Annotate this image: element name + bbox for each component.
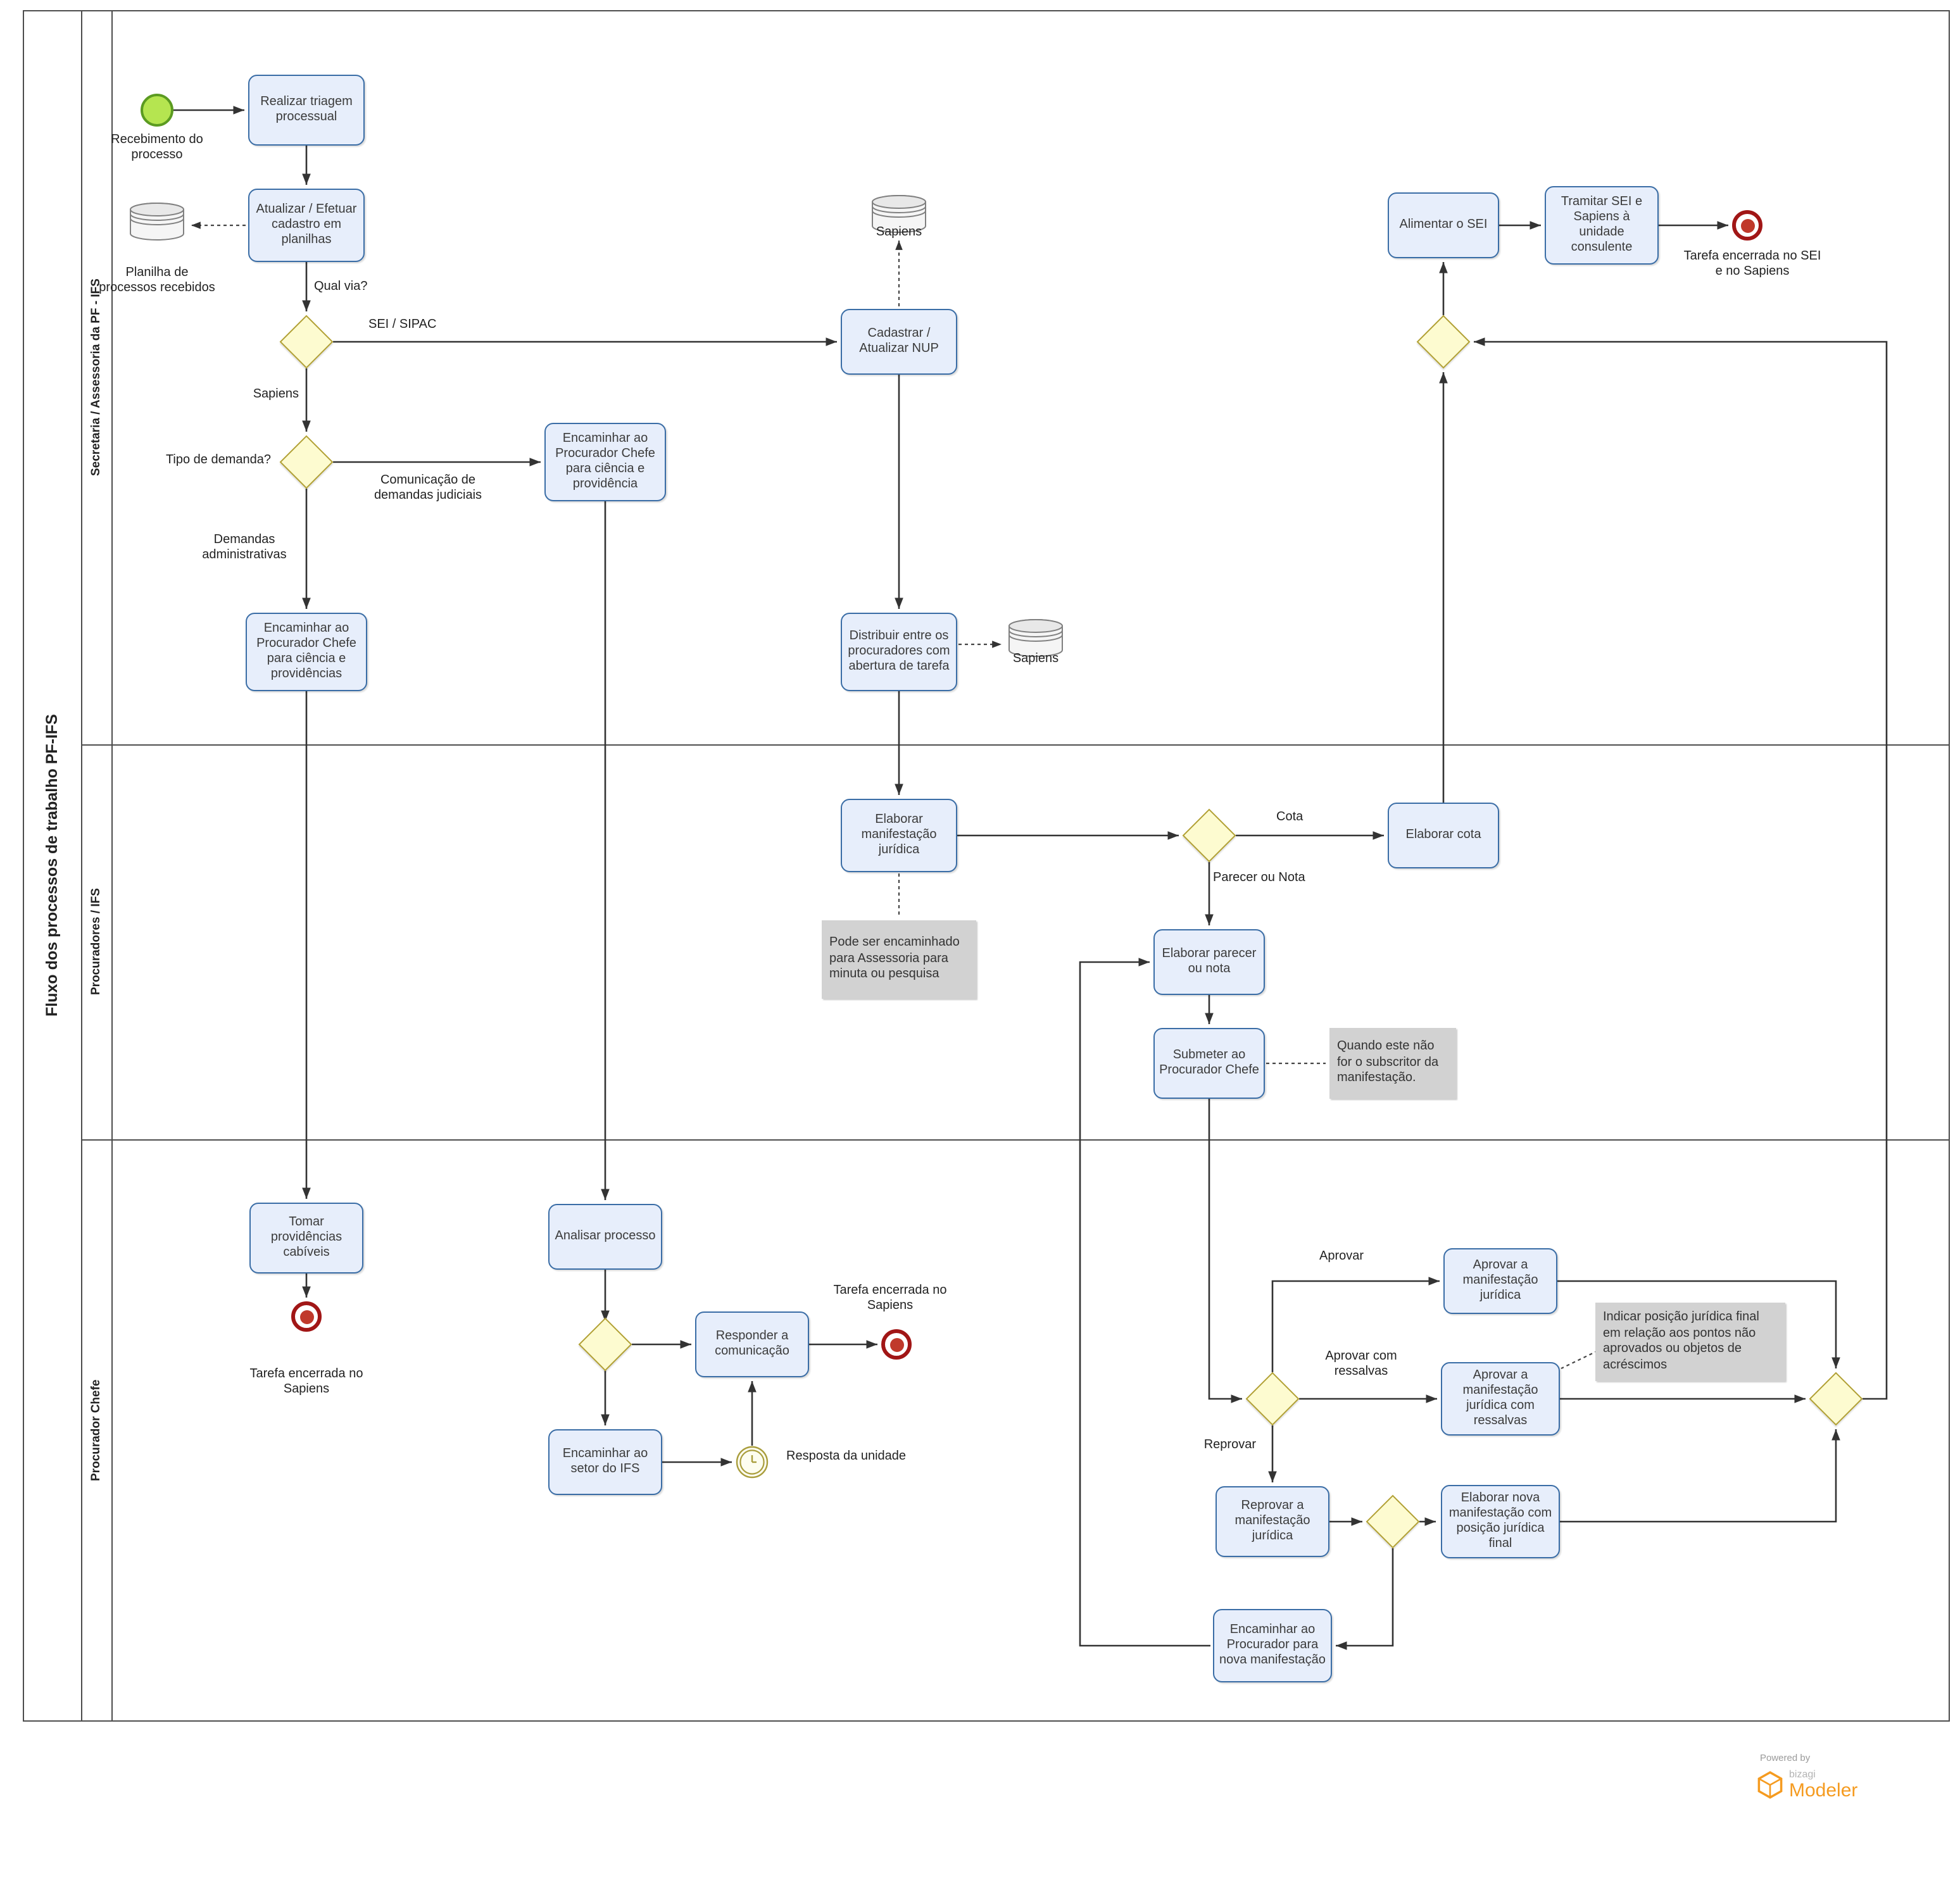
task-encaminhar-setor: Encaminhar ao setor do IFS bbox=[548, 1429, 662, 1495]
task-nova-manifestacao: Elaborar nova manifestação com posição j… bbox=[1441, 1485, 1560, 1558]
powered-by-label: Powered by bbox=[1760, 1752, 1811, 1763]
flow-nova-manifestacao-to-gw-merge bbox=[1560, 1429, 1840, 1523]
datastore-cylinder-icon bbox=[872, 195, 926, 233]
flow-encaminhar-procurador-to-parecer bbox=[1079, 958, 1210, 1647]
pool-border bbox=[23, 10, 1950, 1722]
annotation-assessoria: Pode ser encaminhado para Assessoria par… bbox=[822, 920, 976, 999]
bizagi-branding: Powered by bizagi Modeler bbox=[1757, 1752, 1935, 1801]
flow-aprovar-to-gw-merge bbox=[1557, 1280, 1840, 1368]
task-responder-comunicacao: Responder a comunicação bbox=[695, 1311, 809, 1377]
edge-label-sapiens: Sapiens bbox=[253, 387, 299, 401]
edge-label-aprovar-ressalvas: Aprovar com ressalvas bbox=[1325, 1349, 1397, 1379]
end-event-core bbox=[889, 1337, 903, 1351]
pool-title-divider bbox=[81, 10, 82, 1722]
task-realizar-triagem: Realizar triagem processual bbox=[248, 75, 365, 146]
timer-event-label: Resposta da unidade bbox=[786, 1449, 907, 1463]
start-event-label: Recebimento do processo bbox=[111, 133, 203, 162]
flow-gw-reprovacao-to-encaminhar-procurador bbox=[1336, 1548, 1394, 1650]
task-aprovar-manifestacao: Aprovar a manifestação jurídica bbox=[1443, 1248, 1557, 1314]
assoc-annotation-to-ressalvas bbox=[1561, 1350, 1599, 1369]
datastore-sapiens-nup-label: Sapiens bbox=[876, 225, 922, 239]
task-reprovar-manifestacao: Reprovar a manifestação jurídica bbox=[1216, 1486, 1329, 1557]
end-event-sei-sapiens-label: Tarefa encerrada no SEI e no Sapiens bbox=[1683, 249, 1821, 278]
bizagi-label: bizagi bbox=[1789, 1768, 1816, 1780]
annotation-subscritor: Quando este não for o subscritor da mani… bbox=[1329, 1028, 1456, 1099]
brand-text: bizagi Modeler bbox=[1789, 1768, 1858, 1801]
task-tramitar: Tramitar SEI e Sapiens à unidade consule… bbox=[1545, 186, 1659, 265]
edge-label-tipo-demanda: Tipo de demanda? bbox=[165, 453, 271, 467]
task-tomar-providencias: Tomar providências cabíveis bbox=[249, 1203, 363, 1274]
datastore-cylinder-icon bbox=[130, 203, 184, 241]
timer-icon bbox=[736, 1446, 769, 1479]
task-alimentar-sei: Alimentar o SEI bbox=[1388, 192, 1499, 258]
flow-gw-decisao-to-aprovar bbox=[1271, 1277, 1440, 1372]
datastore-planilha bbox=[128, 201, 186, 248]
end-event-sei-sapiens bbox=[1732, 210, 1762, 241]
datastore-sapiens-distribuir-label: Sapiens bbox=[1012, 652, 1059, 666]
task-atualizar-cadastro: Atualizar / Efetuar cadastro em planilha… bbox=[248, 189, 365, 262]
task-encaminhar-admin: Encaminhar ao Procurador Chefe para ciên… bbox=[246, 613, 367, 691]
task-elaborar-manifestacao: Elaborar manifestação jurídica bbox=[841, 799, 957, 872]
modeler-label: Modeler bbox=[1789, 1779, 1858, 1801]
datastore-planilha-label: Planilha de processos recebidos bbox=[99, 266, 215, 295]
task-submeter: Submeter ao Procurador Chefe bbox=[1153, 1028, 1265, 1099]
edge-label-aprovar: Aprovar bbox=[1319, 1249, 1364, 1263]
task-aprovar-ressalvas: Aprovar a manifestação jurídica com ress… bbox=[1441, 1362, 1560, 1436]
end-event-sapiens-tomar-label: Tarefa encerrada no Sapiens bbox=[249, 1367, 363, 1396]
lane-label-divider bbox=[111, 10, 113, 1722]
end-event-core bbox=[299, 1310, 313, 1324]
task-encaminhar-judicial: Encaminhar ao Procurador Chefe para ciên… bbox=[544, 423, 666, 501]
brand-row: bizagi Modeler bbox=[1757, 1768, 1935, 1801]
end-event-sapiens-responder bbox=[881, 1329, 912, 1360]
task-analisar-processo: Analisar processo bbox=[548, 1204, 662, 1270]
edge-label-cota: Cota bbox=[1276, 810, 1304, 824]
associations bbox=[191, 222, 1599, 1369]
edge-label-parecer-nota: Parecer ou Nota bbox=[1213, 871, 1305, 885]
end-event-sapiens-tomar bbox=[291, 1301, 322, 1332]
end-event-core bbox=[1740, 218, 1754, 232]
annotation-posicao-final: Indicar posição jurídica final em relaçã… bbox=[1595, 1303, 1785, 1381]
task-elaborar-cota: Elaborar cota bbox=[1388, 803, 1499, 868]
task-cadastrar-nup: Cadastrar / Atualizar NUP bbox=[841, 309, 957, 375]
task-elaborar-parecer: Elaborar parecer ou nota bbox=[1153, 929, 1265, 995]
end-event-sapiens-responder-label: Tarefa encerrada no Sapiens bbox=[833, 1284, 947, 1313]
edge-label-comunicacao-judicial: Comunicação de demandas judiciais bbox=[374, 473, 482, 503]
task-encaminhar-procurador: Encaminhar ao Procurador para nova manif… bbox=[1213, 1609, 1332, 1682]
flow-submeter-to-gw-decisao bbox=[1208, 1099, 1242, 1403]
edge-label-demandas-admin: Demandas administrativas bbox=[202, 533, 287, 562]
timer-event-resposta bbox=[736, 1446, 769, 1485]
start-event-recebimento bbox=[141, 94, 173, 127]
lane-divider-2 bbox=[81, 1139, 1950, 1141]
edge-label-reprovar: Reprovar bbox=[1203, 1438, 1256, 1452]
task-distribuir: Distribuir entre os procuradores com abe… bbox=[841, 613, 957, 691]
edge-label-sei-sipac: SEI / SIPAC bbox=[368, 318, 437, 332]
flow-gw-merge-to-gw-sei bbox=[1474, 337, 1888, 1400]
edge-label-qual-via: Qual via? bbox=[314, 280, 368, 294]
datastore-sapiens-distribuir bbox=[1007, 618, 1065, 665]
bizagi-cube-icon bbox=[1757, 1771, 1783, 1799]
datastore-sapiens-nup bbox=[870, 194, 928, 241]
lane-divider-1 bbox=[81, 744, 1950, 746]
sequence-flows bbox=[173, 106, 1888, 1650]
datastore-cylinder-icon bbox=[1008, 619, 1063, 657]
